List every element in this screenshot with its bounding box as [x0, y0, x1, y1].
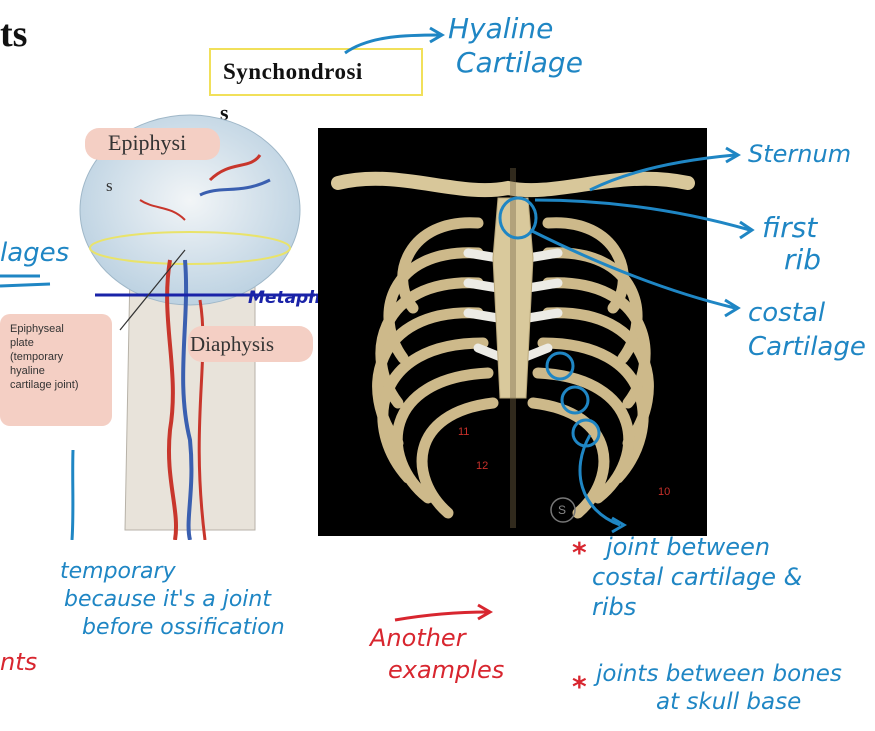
joint1-line: costal cartilage &	[592, 562, 802, 592]
plate-label-line: (temporary	[10, 350, 78, 364]
temporary-line: because it's a joint	[64, 586, 285, 614]
temporary-note: temporary because it's a joint before os…	[60, 558, 285, 642]
star-marker-1: *	[572, 536, 587, 569]
plate-label-line: hyaline	[10, 364, 78, 378]
left-underline	[0, 272, 60, 292]
joint1-line: ribs	[592, 592, 802, 622]
another-line1: Another	[370, 622, 504, 654]
first-rib-label: first rib	[762, 212, 821, 276]
another-line2: examples	[388, 654, 504, 686]
epiphysis-label-line1: Epiphysi	[108, 130, 186, 156]
costal-line1: costal	[748, 296, 866, 330]
diaphysis-label: Diaphysis	[190, 332, 274, 357]
hyaline-label-line2: Cartilage	[456, 46, 583, 80]
epiphysis-label-line2: s	[106, 176, 113, 196]
joint-example-1: joint between costal cartilage & ribs	[592, 532, 802, 622]
plate-label-line: Epiphyseal	[10, 322, 78, 336]
plate-label-line: cartilage joint)	[10, 378, 78, 392]
joint2-line: joints between bones	[596, 660, 842, 688]
hyaline-label: Hyaline Cartilage	[448, 12, 583, 80]
hyaline-label-line1: Hyaline	[448, 12, 583, 46]
sternum-label: Sternum	[748, 140, 851, 168]
joint2-line: at skull base	[656, 688, 842, 716]
plate-label: Epiphyseal plate (temporary hyaline cart…	[10, 322, 78, 392]
temporary-line: temporary	[60, 558, 285, 586]
hyaline-arrow	[330, 15, 450, 65]
left-partial-red-text: nts	[0, 648, 37, 676]
joint-example-2: joints between bones at skull base	[596, 660, 842, 716]
costal-line2: Cartilage	[748, 330, 866, 364]
another-examples-label: Another examples	[370, 622, 504, 686]
first-rib-line2: rib	[784, 244, 821, 276]
ribcage-annotation-arrows	[500, 130, 780, 550]
temporary-line: before ossification	[82, 614, 285, 642]
first-rib-line1: first	[762, 212, 821, 244]
plate-label-line: plate	[10, 336, 78, 350]
slide-title-partial: ts	[0, 12, 27, 56]
joint1-line: joint between	[606, 532, 802, 562]
rib-number-label: 12	[476, 460, 488, 472]
costal-cartilage-label: costal Cartilage	[748, 296, 866, 364]
left-partial-blue-text: lages	[0, 238, 69, 268]
rib-number-label: 11	[458, 426, 469, 438]
star-marker-2: *	[572, 670, 587, 703]
